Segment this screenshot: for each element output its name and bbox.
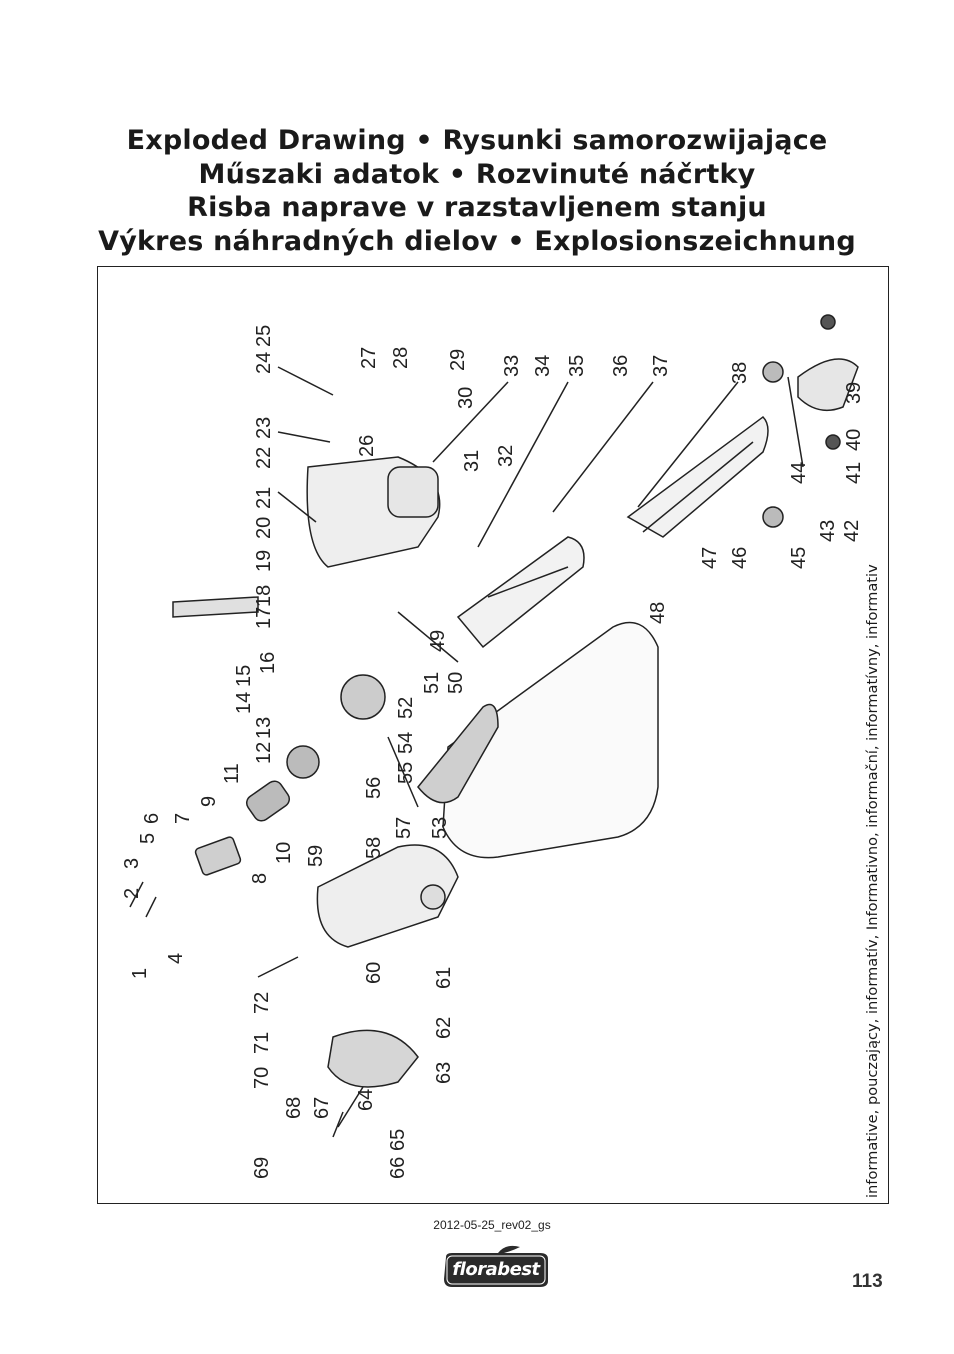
part-number-55: 55 [395, 762, 417, 784]
part-number-35: 35 [566, 355, 588, 377]
part-number-56: 56 [363, 777, 385, 799]
logo-badge-icon [444, 1245, 548, 1287]
title-line-4: Výkres náhradných dielov • Explosionszei… [98, 225, 856, 257]
part-number-49: 49 [427, 630, 449, 652]
part-number-8: 8 [249, 873, 271, 884]
part-number-26: 26 [356, 435, 378, 457]
part-number-62: 62 [433, 1017, 455, 1039]
part-number-23: 23 [253, 417, 275, 439]
part-number-63: 63 [433, 1062, 455, 1084]
part-number-12: 12 [253, 742, 275, 764]
part-number-46: 46 [729, 547, 751, 569]
part-number-40: 40 [843, 429, 865, 451]
part-number-52: 52 [395, 697, 417, 719]
part-number-30: 30 [455, 387, 477, 409]
part-number-2: 2 [121, 888, 143, 899]
page-number: 113 [852, 1271, 883, 1292]
part-number-71: 71 [251, 1032, 273, 1054]
part-number-27: 27 [358, 347, 380, 369]
florabest-logo: florabest [440, 1245, 552, 1291]
part-number-14: 14 [233, 692, 255, 714]
revision-label: 2012-05-25_rev02_gs [433, 1218, 551, 1232]
part-number-45: 45 [788, 547, 810, 569]
part-number-50: 50 [445, 672, 467, 694]
part-number-28: 28 [390, 347, 412, 369]
part-number-72: 72 [251, 992, 273, 1014]
part-number-20: 20 [253, 517, 275, 539]
part-number-29: 29 [447, 349, 469, 371]
part-number-48: 48 [647, 602, 669, 624]
part-number-25: 25 [253, 325, 275, 347]
part-number-15: 15 [233, 665, 255, 687]
part-number-22: 22 [253, 447, 275, 469]
part-number-6: 6 [141, 813, 163, 824]
title-line-2: Műszaki adatok • Rozvinuté náčrtky [198, 158, 756, 190]
part-number-65: 65 [387, 1129, 409, 1151]
title-line-1: Exploded Drawing • Rysunki samorozwijają… [126, 125, 828, 156]
part-number-37: 37 [650, 355, 672, 377]
part-number-13: 13 [253, 717, 275, 739]
part-number-21: 21 [253, 487, 275, 509]
part-number-54: 54 [395, 732, 417, 754]
part-number-24: 24 [253, 352, 275, 374]
part-number-68: 68 [283, 1097, 305, 1119]
part-number-11: 11 [221, 763, 243, 784]
part-number-39: 39 [843, 382, 865, 404]
title-line-3: Risba naprave v razstavljenem stanju [187, 192, 767, 223]
exploded-drawing-frame: 1 2 3 4 5 6 7 8 9 10 11 12 13 14 15 16 1… [97, 266, 889, 1204]
part-number-41: 41 [843, 462, 865, 484]
part-number-70: 70 [251, 1067, 273, 1089]
part-number-1: 1 [129, 968, 151, 979]
part-number-9: 9 [198, 796, 220, 807]
part-number-19: 19 [253, 550, 275, 572]
part-number-18: 18 [253, 585, 275, 607]
part-number-61: 61 [433, 967, 455, 989]
part-number-42: 42 [841, 520, 863, 542]
part-number-33: 33 [501, 355, 523, 377]
part-number-47: 47 [699, 547, 721, 569]
part-number-32: 32 [495, 445, 517, 467]
part-number-58: 58 [363, 837, 385, 859]
part-number-57: 57 [393, 817, 415, 839]
part-number-7: 7 [172, 813, 194, 824]
exploded-drawing: 1 2 3 4 5 6 7 8 9 10 11 12 13 14 15 16 1… [121, 314, 865, 1179]
part-number-59: 59 [305, 845, 327, 867]
part-number-16: 16 [257, 652, 279, 674]
part-number-66: 66 [387, 1157, 409, 1179]
side-note: informative, pouczający, informatív, Inf… [864, 564, 881, 1198]
part-number-69: 69 [251, 1157, 273, 1179]
part-number-44: 44 [788, 462, 810, 484]
part-number-51: 51 [421, 672, 443, 694]
part-number-10: 10 [273, 842, 295, 864]
part-number-43: 43 [817, 520, 839, 542]
part-number-31: 31 [461, 450, 483, 472]
part-number-53: 53 [429, 817, 451, 839]
part-number-67: 67 [311, 1097, 333, 1119]
part-number-60: 60 [363, 962, 385, 984]
page-title: Exploded Drawing • Rysunki samorozwijają… [60, 124, 894, 258]
part-number-17: 17 [253, 607, 275, 629]
part-number-34: 34 [532, 355, 554, 377]
part-number-38: 38 [729, 362, 751, 384]
part-number-3: 3 [121, 858, 143, 869]
logo-text: florabest [452, 1259, 540, 1280]
part-number-5: 5 [137, 833, 159, 844]
part-number-4: 4 [165, 953, 187, 964]
part-number-36: 36 [610, 355, 632, 377]
part-number-64: 64 [355, 1089, 377, 1111]
